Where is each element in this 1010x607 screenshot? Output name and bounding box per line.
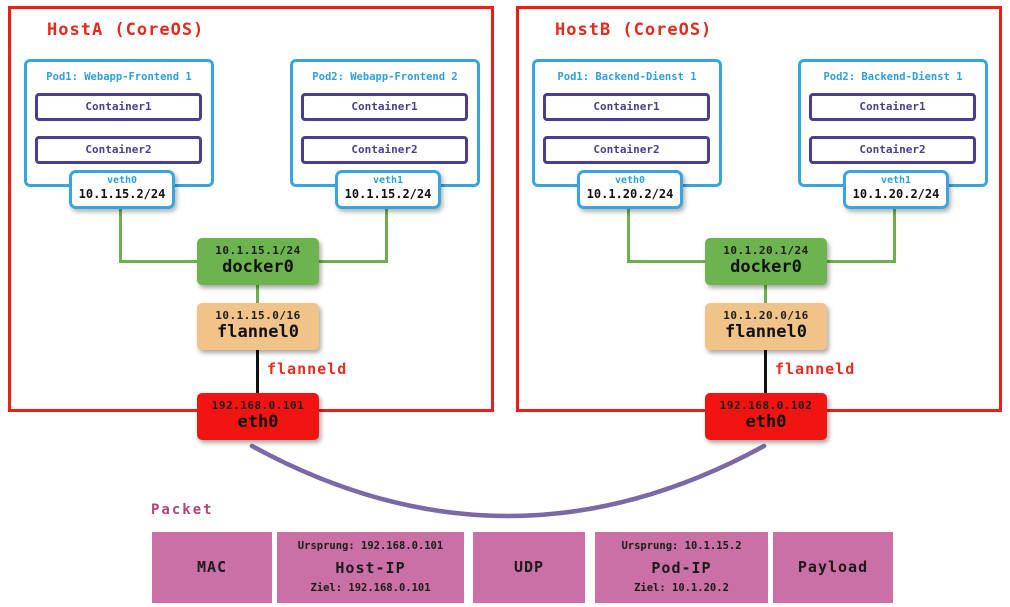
flanneld-label: flanneld [267, 360, 348, 378]
flannel0-box: 10.1.20.0/16 flannel0 [705, 303, 827, 350]
flannel0-name: flannel0 [217, 322, 299, 342]
packet-segment-udp: UDP [473, 532, 585, 603]
veth-name: veth1 [880, 175, 912, 186]
container-box: Container2 [301, 136, 468, 164]
eth0-ip: 192.168.0.101 [211, 399, 305, 412]
segment-title: Payload [797, 558, 869, 576]
veth-name: veth0 [614, 175, 646, 186]
segment-title: Pod-IP [651, 558, 712, 577]
eth0-box: 192.168.0.102 eth0 [705, 393, 827, 440]
container-box: Container2 [35, 136, 202, 164]
flannel0-box: 10.1.15.0/16 flannel0 [197, 303, 319, 350]
veth0-docker0-connector [119, 260, 197, 263]
veth0-docker0-connector [119, 203, 122, 263]
packet-segment-host-ip: Ursprung: 192.168.0.101 Host-IP Ziel: 19… [277, 532, 464, 603]
veth-box: veth0 10.1.15.2/24 [69, 170, 175, 209]
container-box: Container1 [301, 93, 468, 121]
container-box: Container2 [543, 136, 710, 164]
host-a-pod1-box: Pod1: Webapp-Frontend 1 Container1 Conta… [24, 59, 214, 187]
docker0-box: 10.1.15.1/24 docker0 [197, 238, 319, 285]
segment-title: MAC [196, 558, 228, 576]
veth1-docker0-connector [893, 203, 896, 263]
flannel0-eth0-connector [764, 350, 767, 395]
veth-ip: 10.1.20.2/24 [586, 187, 674, 201]
eth0-name: eth0 [237, 412, 279, 432]
container-box: Container2 [809, 136, 976, 164]
veth-box: veth1 10.1.15.2/24 [335, 170, 441, 209]
pod-title: Pod1: Webapp-Frontend 1 [46, 71, 192, 83]
container-box: Container1 [543, 93, 710, 121]
veth0-docker0-connector [627, 203, 630, 263]
flannel0-ip: 10.1.15.0/16 [215, 309, 301, 322]
veth1-docker0-connector [319, 260, 388, 263]
host-b-pod1-box: Pod1: Backend-Dienst 1 Container1 Contai… [532, 59, 722, 187]
veth0-docker0-connector [627, 260, 705, 263]
segment-destination: Ziel: 192.168.0.101 [310, 582, 431, 594]
veth-name: veth0 [106, 175, 138, 186]
pod-title: Pod2: Webapp-Frontend 2 [312, 71, 458, 83]
host-a-title: HostA (CoreOS) [47, 20, 205, 40]
docker0-ip: 10.1.15.1/24 [215, 244, 301, 257]
veth-ip: 10.1.15.2/24 [78, 187, 166, 201]
packet-segment-mac: MAC [152, 532, 272, 603]
flannel0-ip: 10.1.20.0/16 [723, 309, 809, 322]
docker0-flannel0-connector [256, 285, 259, 303]
docker0-box: 10.1.20.1/24 docker0 [705, 238, 827, 285]
eth0-box: 192.168.0.101 eth0 [197, 393, 319, 440]
host-b-box: HostB (CoreOS) Pod1: Backend-Dienst 1 Co… [516, 6, 1002, 440]
host-b-title: HostB (CoreOS) [555, 20, 713, 40]
host-a-box: HostA (CoreOS) Pod1: Webapp-Frontend 1 C… [8, 6, 494, 440]
veth-ip: 10.1.15.2/24 [344, 187, 432, 201]
segment-source: Ursprung: 192.168.0.101 [297, 540, 444, 552]
pod-title: Pod1: Backend-Dienst 1 [557, 71, 697, 83]
container-box: Container1 [809, 93, 976, 121]
packet-label: Packet [151, 502, 214, 518]
docker0-flannel0-connector [764, 285, 767, 303]
docker0-name: docker0 [222, 257, 294, 277]
pod-title: Pod2: Backend-Dienst 1 [823, 71, 963, 83]
segment-title: UDP [513, 558, 545, 576]
host-a-pod2-box: Pod2: Webapp-Frontend 2 Container1 Conta… [290, 59, 480, 187]
segment-destination: Ziel: 10.1.20.2 [634, 582, 729, 594]
docker0-name: docker0 [730, 257, 802, 277]
eth0-name: eth0 [745, 412, 787, 432]
veth-box: veth0 10.1.20.2/24 [577, 170, 683, 209]
segment-title: Host-IP [335, 558, 406, 577]
container-box: Container1 [35, 93, 202, 121]
veth-box: veth1 10.1.20.2/24 [843, 170, 949, 209]
veth-name: veth1 [372, 175, 404, 186]
host-b-pod2-box: Pod2: Backend-Dienst 1 Container1 Contai… [798, 59, 988, 187]
veth1-docker0-connector [385, 203, 388, 263]
docker0-ip: 10.1.20.1/24 [723, 244, 809, 257]
segment-source: Ursprung: 10.1.15.2 [621, 540, 742, 552]
eth0-ip: 192.168.0.102 [719, 399, 813, 412]
packet-segment-payload: Payload [773, 532, 893, 603]
veth-ip: 10.1.20.2/24 [852, 187, 940, 201]
flannel0-name: flannel0 [725, 322, 807, 342]
veth1-docker0-connector [827, 260, 896, 263]
flanneld-label: flanneld [775, 360, 856, 378]
packet-segment-pod-ip: Ursprung: 10.1.15.2 Pod-IP Ziel: 10.1.20… [595, 532, 768, 603]
flannel0-eth0-connector [256, 350, 259, 395]
